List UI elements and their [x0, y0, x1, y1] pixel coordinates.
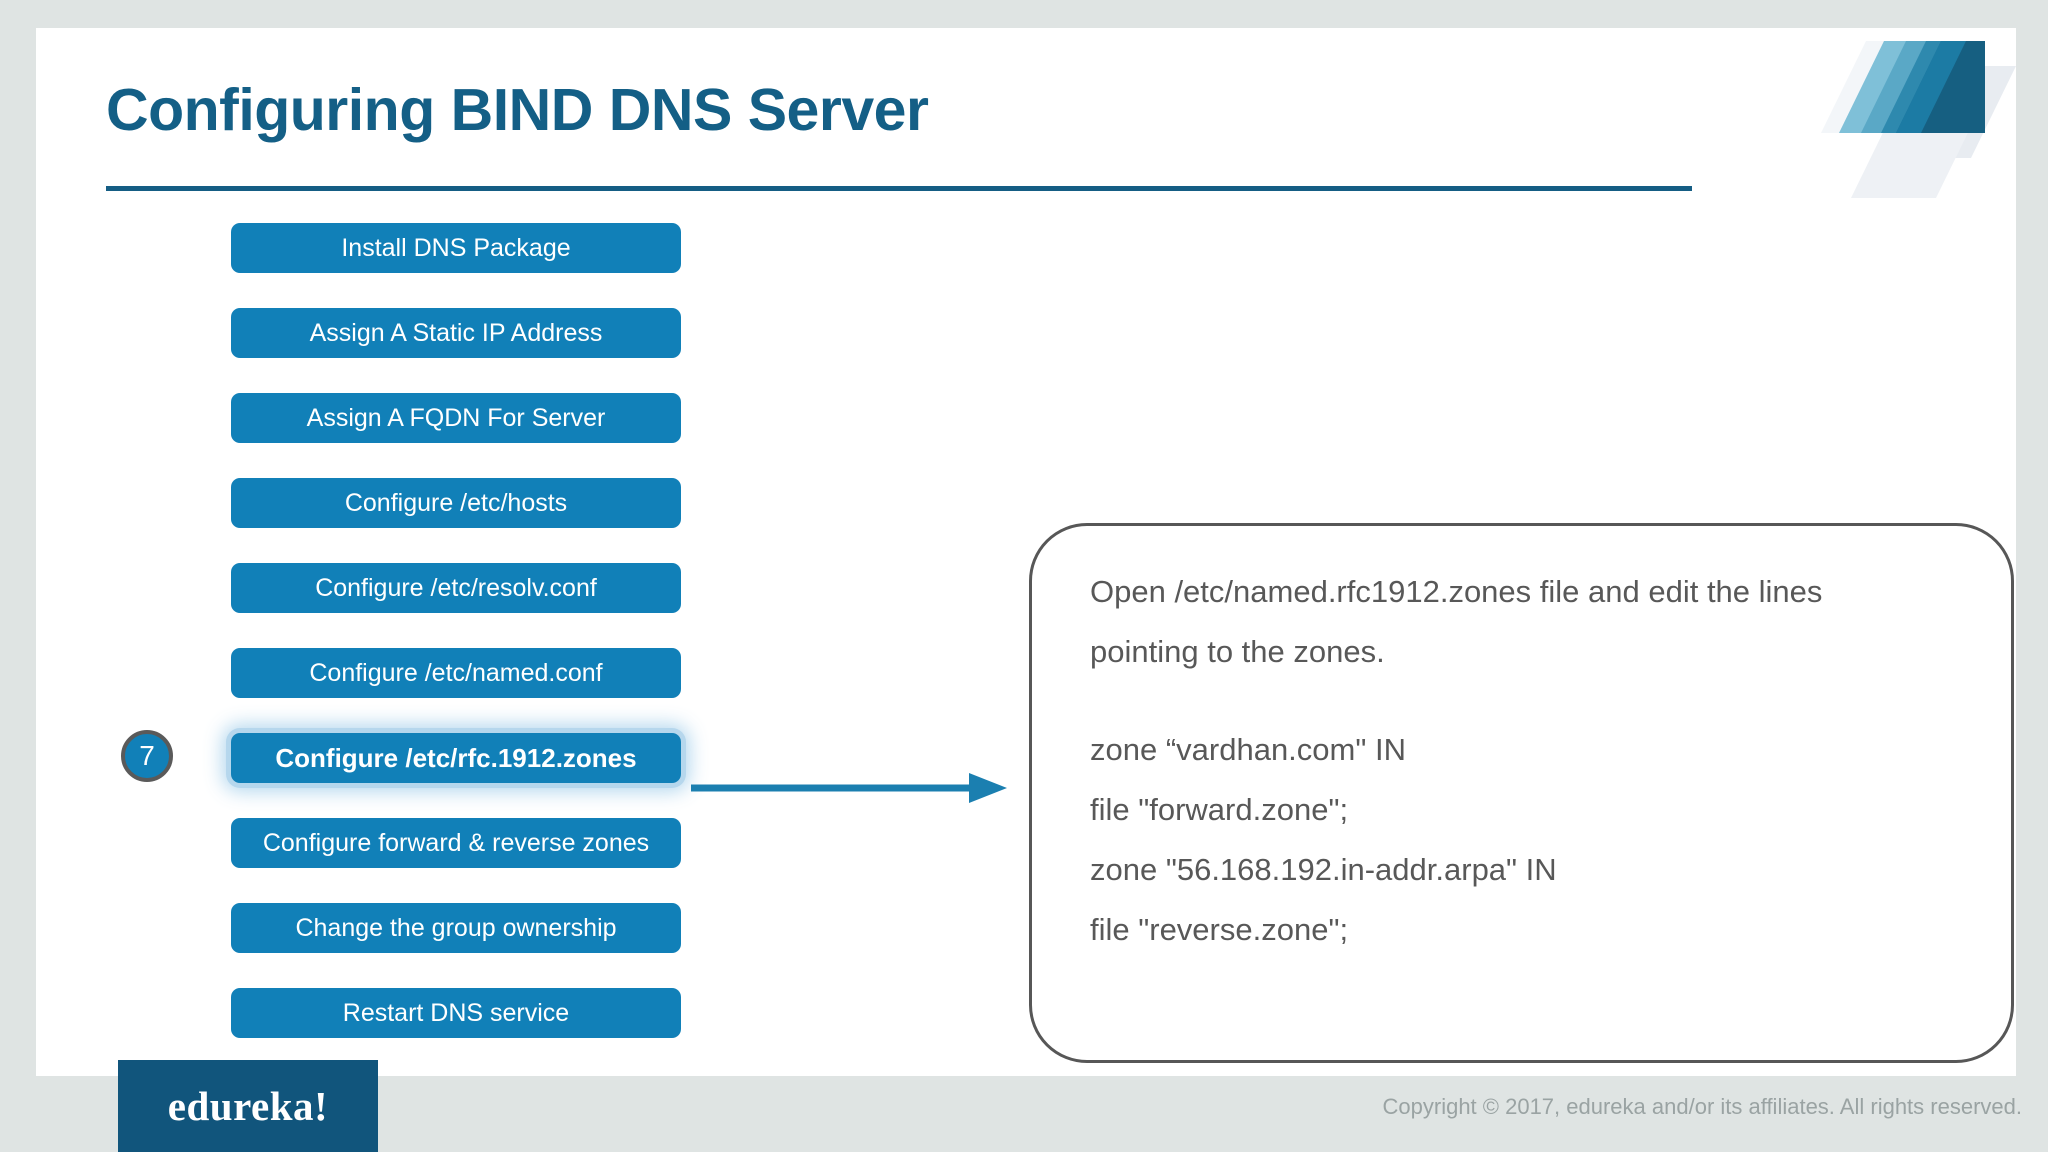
- step-button-configure-forward-reverse-zones[interactable]: Configure forward & reverse zones: [231, 818, 681, 868]
- step-number-badge: 7: [121, 730, 173, 782]
- step-button-configure-etc-hosts[interactable]: Configure /etc/hosts: [231, 478, 681, 528]
- step-button-restart-dns-service[interactable]: Restart DNS service: [231, 988, 681, 1038]
- callout-spacer: [1090, 682, 1971, 720]
- step-button-change-group-ownership[interactable]: Change the group ownership: [231, 903, 681, 953]
- callout-content: Open /etc/named.rfc1912.zones file and e…: [1090, 562, 1971, 960]
- copyright-text: Copyright © 2017, edureka and/or its aff…: [1382, 1094, 2022, 1119]
- edureka-logo-text: edureka!: [167, 1083, 329, 1129]
- step-button-install-dns-package[interactable]: Install DNS Package: [231, 223, 681, 273]
- step-row-10[interactable]: Restart DNS service: [196, 988, 681, 1073]
- step-row-2[interactable]: Assign A Static IP Address: [196, 308, 681, 393]
- step-row-6[interactable]: Configure /etc/named.conf: [196, 648, 681, 733]
- decorative-chevron-graphic: [1821, 41, 2016, 198]
- step-row-3[interactable]: Assign A FQDN For Server: [196, 393, 681, 478]
- step-button-assign-fqdn[interactable]: Assign A FQDN For Server: [231, 393, 681, 443]
- step-button-assign-static-ip[interactable]: Assign A Static IP Address: [231, 308, 681, 358]
- page-title: Configuring BIND DNS Server: [106, 77, 929, 143]
- step-row-9[interactable]: Change the group ownership: [196, 903, 681, 988]
- step-row-5[interactable]: Configure /etc/resolv.conf: [196, 563, 681, 648]
- callout-intro-line-1: Open /etc/named.rfc1912.zones file and e…: [1090, 574, 1823, 609]
- edureka-logo: edureka!: [118, 1060, 378, 1152]
- callout-code-line-3: zone "56.168.192.in-addr.arpa" IN: [1090, 852, 1557, 887]
- step-row-8[interactable]: Configure forward & reverse zones: [196, 818, 681, 903]
- callout-code-line-2: file "forward.zone";: [1090, 792, 1349, 827]
- callout-intro-line-2: pointing to the zones.: [1090, 634, 1385, 669]
- callout-code-line-4: file "reverse.zone";: [1090, 912, 1349, 947]
- step-list: Install DNS Package Assign A Static IP A…: [121, 223, 681, 1073]
- step-button-configure-named-conf[interactable]: Configure /etc/named.conf: [231, 648, 681, 698]
- detail-callout-box: Open /etc/named.rfc1912.zones file and e…: [1029, 523, 2014, 1063]
- callout-code-line-1: zone “vardhan.com" IN: [1090, 732, 1406, 767]
- step-row-7-active[interactable]: 7 Configure /etc/rfc.1912.zones: [121, 730, 681, 818]
- slide-canvas: Configuring BIND DNS Server Install DNS …: [36, 28, 2016, 1076]
- title-underline: [106, 186, 1692, 191]
- step-button-configure-resolv-conf[interactable]: Configure /etc/resolv.conf: [231, 563, 681, 613]
- step-row-4[interactable]: Configure /etc/hosts: [196, 478, 681, 563]
- connector-arrow-icon: [691, 773, 1007, 803]
- step-button-configure-rfc-1912-zones[interactable]: Configure /etc/rfc.1912.zones: [231, 733, 681, 783]
- step-row-1[interactable]: Install DNS Package: [196, 223, 681, 308]
